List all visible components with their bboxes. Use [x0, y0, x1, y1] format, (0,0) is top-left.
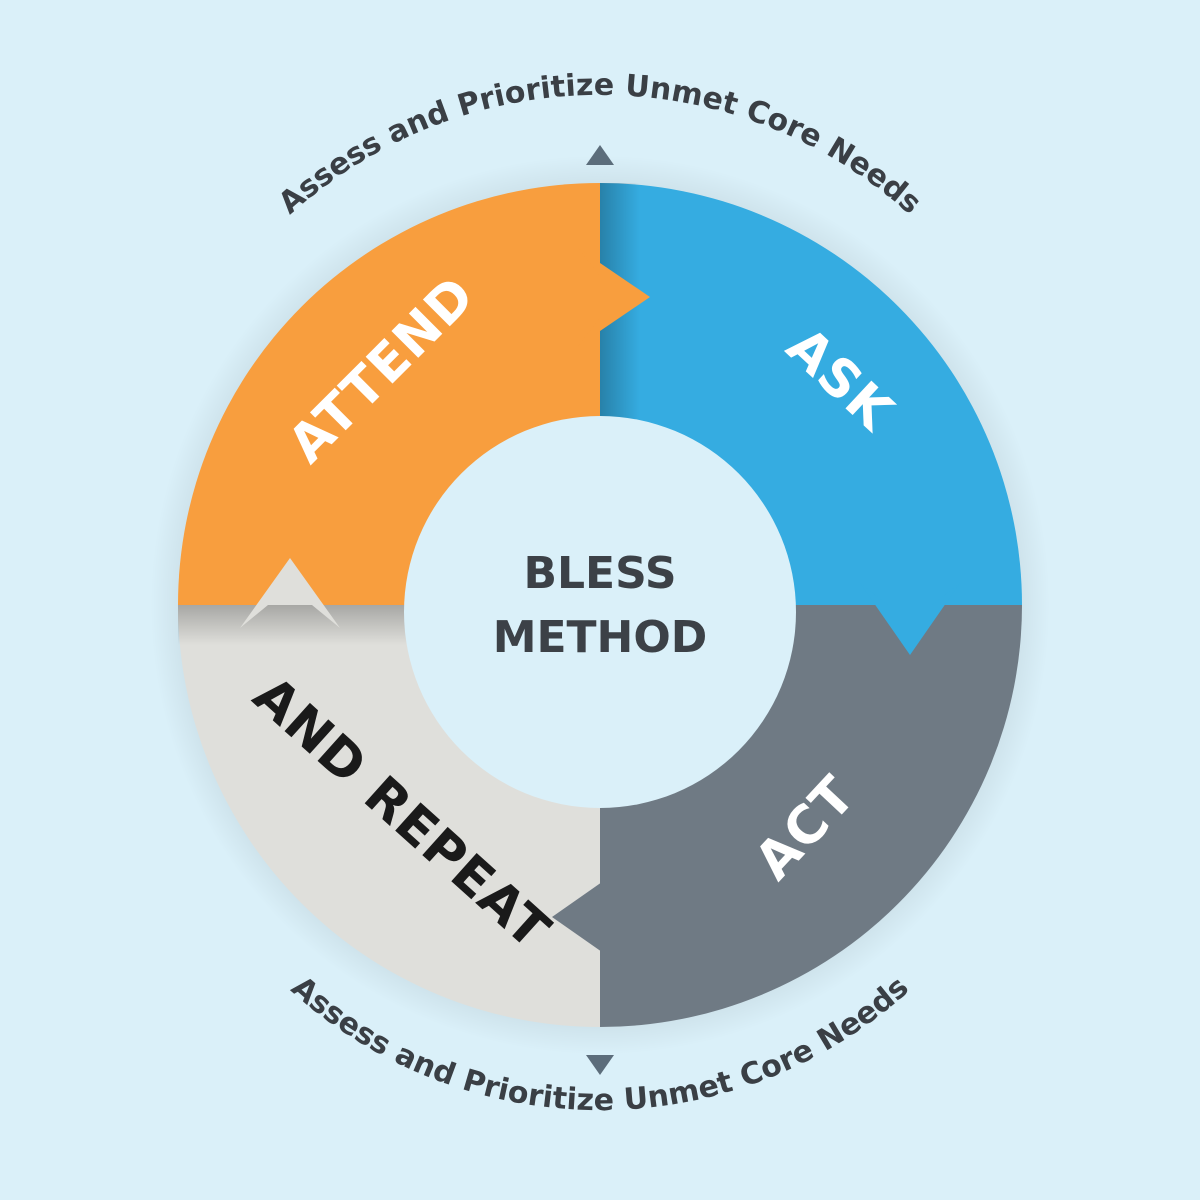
center-title-line2: METHOD [493, 612, 708, 663]
arrow-act-to-repeat [552, 868, 622, 966]
center-title-line1: BLESS [523, 548, 676, 599]
arrow-attend-to-ask [578, 248, 650, 346]
center-circle [404, 416, 796, 808]
bottom-triangle-marker [586, 1055, 614, 1075]
seam-shadow-left [178, 605, 418, 645]
arrow-repeat-to-attend [240, 558, 340, 628]
arrow-ask-to-act [860, 583, 960, 655]
top-triangle-marker [586, 145, 614, 165]
